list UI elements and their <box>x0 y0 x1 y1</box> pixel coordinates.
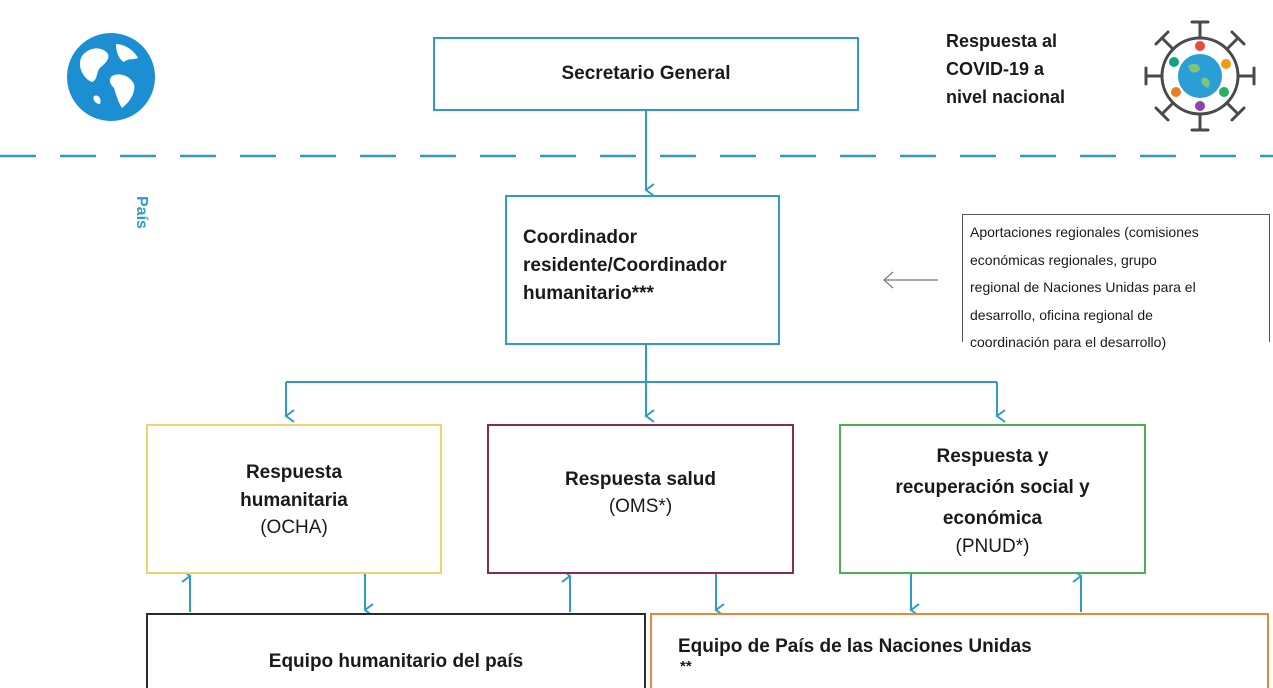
regional-inputs-line: regional de Naciones Unidas para el <box>970 279 1196 295</box>
covid-response-title: Respuesta al COVID-19 a nivel nacional <box>946 27 1065 111</box>
regional-inputs-line: económicas regionales, grupo <box>970 251 1157 268</box>
humanitarian-response-box: Respuesta humanitaria (OCHA) <box>146 424 442 574</box>
health-title-line: Respuesta salud <box>565 469 716 490</box>
socioeconomic-title-line: recuperación social y <box>895 477 1090 498</box>
covid-virus-globe-icon <box>1138 14 1262 138</box>
health-response-box: Respuesta salud (OMS*) <box>487 424 794 574</box>
humanitarian-country-team-label: Equipo humanitario del país <box>268 651 524 672</box>
coordinator-line: humanitario*** <box>523 283 654 304</box>
humanitarian-response-title: Respuesta humanitaria <box>148 459 440 515</box>
humanitarian-title-line: Respuesta <box>245 462 343 483</box>
regional-inputs-text: Aportaciones regionales (comisiones econ… <box>970 219 1199 357</box>
socioeconomic-response-box: Respuesta y recuperación social y económ… <box>839 424 1146 574</box>
humanitarian-title-line: humanitaria <box>240 490 348 511</box>
socioeconomic-agency: (PNUD*) <box>955 536 1030 557</box>
socioeconomic-title-line: Respuesta y <box>936 446 1049 467</box>
un-country-team-box: Equipo de País de las Naciones Unidas ** <box>650 613 1269 688</box>
coordinator-line: Coordinador <box>523 227 637 248</box>
humanitarian-agency: (OCHA) <box>260 517 328 538</box>
secretary-general-box: Secretario General <box>433 37 859 111</box>
socioeconomic-response-title: Respuesta y recuperación social y económ… <box>841 441 1144 534</box>
regional-inputs-line: Aportaciones regionales (comisiones <box>970 224 1199 240</box>
secretary-general-label: Secretario General <box>561 63 731 84</box>
covid-title-line: COVID-19 a <box>946 59 1045 79</box>
un-country-team-label: Equipo de País de las Naciones Unidas <box>678 636 1032 657</box>
health-agency: (OMS*) <box>608 496 673 517</box>
resident-coordinator-box: Coordinador residente/Coordinador humani… <box>505 195 780 345</box>
covid-title-line: Respuesta al <box>946 31 1058 51</box>
coordinator-label: Coordinador residente/Coordinador humani… <box>523 224 778 308</box>
regional-inputs-box <box>962 214 1270 342</box>
un-country-team-note: ** <box>680 658 692 675</box>
globe-icon <box>64 30 158 124</box>
health-response-title: Respuesta salud <box>489 466 792 494</box>
arrow-regional-head <box>883 271 894 289</box>
socioeconomic-title-line: económica <box>942 508 1043 529</box>
coordinator-line: residente/Coordinador <box>523 255 727 276</box>
covid-title-line: nivel nacional <box>946 87 1066 107</box>
regional-inputs-line: desarrollo, oficina regional de <box>970 306 1153 323</box>
humanitarian-country-team-box: Equipo humanitario del país <box>146 613 646 688</box>
regional-inputs-line: coordinación para el desarrollo) <box>970 334 1167 350</box>
country-label: País <box>133 196 150 229</box>
